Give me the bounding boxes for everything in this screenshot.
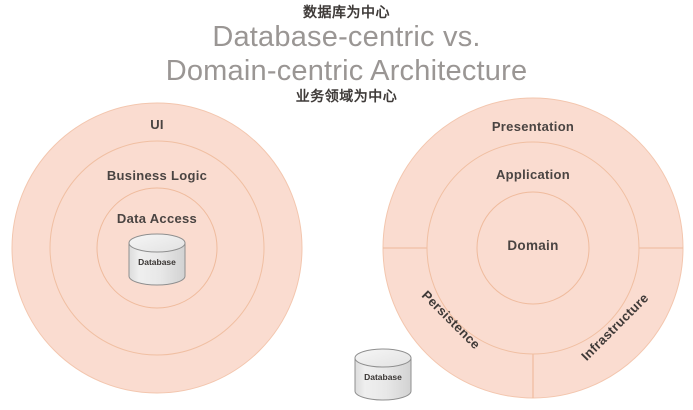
right-ring-label-presentation: Presentation — [492, 119, 574, 134]
left-ring-label-business-logic: Business Logic — [107, 168, 207, 183]
left-database-label: Database — [138, 257, 176, 267]
right-architecture-group: Presentation Application Domain Persiste… — [382, 97, 684, 399]
left-ring-label-ui: UI — [150, 117, 164, 132]
cylinder-body — [354, 357, 412, 401]
left-architecture-group: UI Business Logic Data Access Database — [11, 102, 303, 394]
left-ring-label-data-access: Data Access — [117, 211, 197, 226]
cylinder-top — [354, 348, 412, 368]
right-ring-domain — [476, 191, 590, 305]
cylinder-top — [128, 233, 186, 253]
right-ring-label-application: Application — [496, 167, 570, 182]
left-database-cylinder: Database — [128, 233, 186, 286]
right-ring-label-domain: Domain — [507, 238, 558, 253]
bottom-database-cylinder: Database — [354, 348, 412, 401]
bottom-database-label: Database — [364, 372, 402, 382]
cylinder-body — [128, 242, 186, 286]
